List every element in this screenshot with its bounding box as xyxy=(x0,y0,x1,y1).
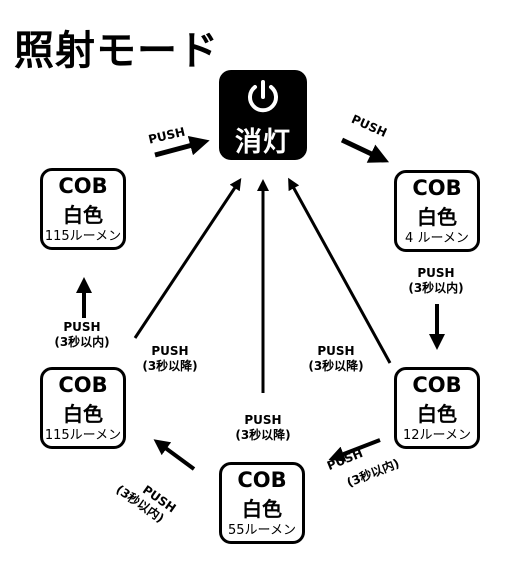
within-3s-text: (3秒以内) xyxy=(54,335,110,349)
mode-lumen: 115ルーメン xyxy=(44,428,122,443)
mode-box-mid-right: COB 白色 12ルーメン xyxy=(394,367,480,449)
mode-type: COB xyxy=(237,468,287,492)
arrow-midright-to-bottom xyxy=(328,438,381,462)
arrow-midleft-to-off xyxy=(133,178,242,339)
over-3s-text: (3秒以降) xyxy=(235,428,291,442)
mode-type: COB xyxy=(412,176,462,200)
mode-color: 白色 xyxy=(242,497,282,521)
push-label-right-diag: PUSH (3秒以降) xyxy=(300,344,372,374)
mode-type: COB xyxy=(58,373,108,397)
push-label-center: PUSH (3秒以降) xyxy=(227,413,299,443)
mode-type: COB xyxy=(412,373,462,397)
push-text: PUSH xyxy=(63,320,101,334)
over-3s-text: (3秒以降) xyxy=(308,359,364,373)
over-3s-text: (3秒以降) xyxy=(142,359,198,373)
mode-lumen: 55ルーメン xyxy=(227,523,297,538)
mode-type: COB xyxy=(58,174,108,198)
mode-box-bottom: COB 白色 55ルーメン xyxy=(219,462,305,544)
push-text: PUSH xyxy=(417,266,455,280)
mode-box-top-right: COB 白色 4 ルーメン xyxy=(394,170,480,252)
within-3s-text: (3秒以内) xyxy=(408,281,464,295)
off-button[interactable]: 消灯 xyxy=(219,70,307,160)
push-text: PUSH xyxy=(317,344,355,358)
off-label: 消灯 xyxy=(235,127,291,158)
push-label-right-col: PUSH (3秒以内) xyxy=(400,266,472,296)
page-title: 照射モード xyxy=(14,28,219,74)
arrow-topleft-to-off xyxy=(154,135,210,158)
mode-lumen: 4 ルーメン xyxy=(405,231,469,246)
mode-color: 白色 xyxy=(63,402,103,426)
push-label-left-col: PUSH (3秒以内) xyxy=(46,320,118,350)
arrow-bottom-to-midleft xyxy=(153,439,196,471)
mode-lumen: 12ルーメン xyxy=(402,428,472,443)
power-icon xyxy=(248,80,278,113)
arrow-midright-to-off xyxy=(288,177,392,364)
mode-color: 白色 xyxy=(63,203,103,227)
mode-box-mid-left: COB 白色 115ルーメン xyxy=(40,367,126,449)
push-label-left-diag: PUSH (3秒以降) xyxy=(134,344,206,374)
push-text: PUSH xyxy=(151,344,189,358)
push-text: PUSH xyxy=(244,413,282,427)
arrow-off-to-topright xyxy=(340,137,390,163)
mode-lumen: 115ルーメン xyxy=(44,229,122,244)
mode-box-top-left: COB 白色 115ルーメン xyxy=(40,168,126,250)
mode-color: 白色 xyxy=(417,205,457,229)
mode-color: 白色 xyxy=(417,402,457,426)
